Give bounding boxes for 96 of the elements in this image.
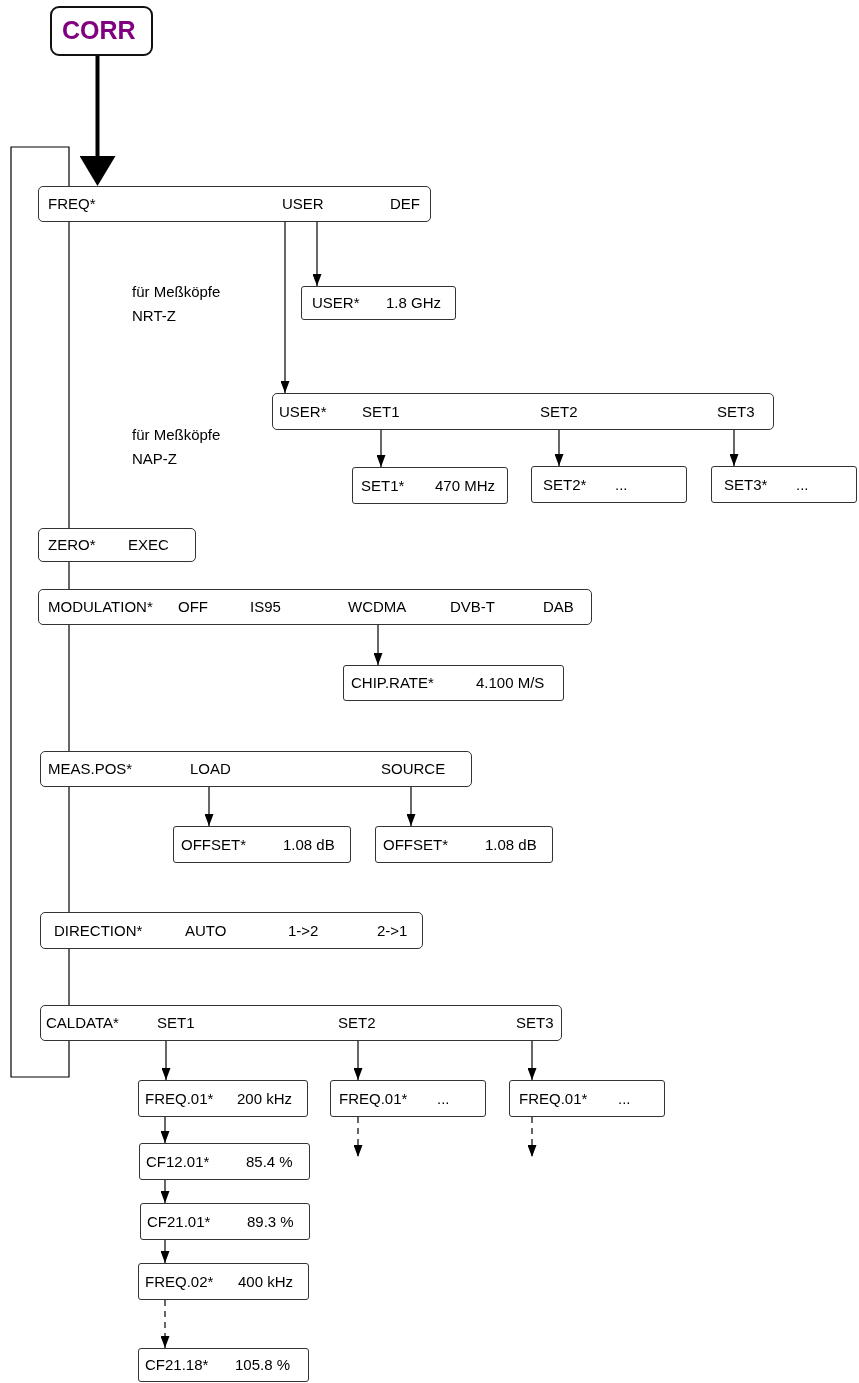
menu-item-text: SET1* (361, 477, 405, 494)
menu-item-text: ... (618, 1090, 631, 1107)
double-arrow (79, 56, 116, 186)
menu-item-text: DAB (543, 598, 574, 616)
connector-line (68, 561, 70, 590)
menu-item-text: FREQ* (48, 195, 96, 213)
menu-item-text: 470 MHz (435, 477, 496, 494)
menu-item-text: DEF (390, 195, 420, 213)
menu-item-text: ... (615, 476, 628, 493)
menu-item-text: USER* (312, 294, 360, 312)
menu-item-text: SET2 (540, 403, 578, 420)
arrow (554, 429, 564, 467)
menu-item-text: FREQ.01* (339, 1090, 408, 1107)
arrow (729, 429, 739, 467)
menu-item-text: 1.08 dB (485, 836, 537, 853)
parameter-box (375, 826, 553, 863)
dashed-arrow (353, 1116, 363, 1158)
parameter-box (138, 1080, 308, 1117)
menu-item-text: ... (796, 476, 809, 493)
arrow (527, 1040, 537, 1081)
parameter-box (343, 665, 564, 701)
arrow (204, 786, 214, 827)
key-label: CORR (62, 17, 136, 45)
parameter-box (138, 1263, 309, 1300)
parameter-box (301, 286, 456, 320)
menu-item-text: USER (282, 195, 324, 213)
menu-item-text: 1.08 dB (283, 836, 335, 853)
arrow (353, 1040, 363, 1081)
arrow (161, 1040, 171, 1081)
menu-item-text: SET1 (157, 1014, 195, 1032)
arrow (280, 221, 290, 394)
arrow (160, 1179, 170, 1204)
note-text: für Meßköpfe NRT-Z (132, 282, 222, 326)
menu-item-text: CHIP.RATE* (351, 674, 434, 692)
menu-item-text: MEAS.POS* (48, 760, 133, 778)
menu-item-text: 200 kHz (237, 1090, 293, 1107)
menu-item-text: 400 kHz (238, 1273, 294, 1290)
menu-item-text: 4.100 M/S (476, 674, 545, 692)
menu-item-text: 1.8 GHz (386, 294, 442, 312)
menu-item-text: SET3 (516, 1014, 554, 1032)
menu-item-text: CF12.01* (146, 1153, 210, 1170)
menu-item-text: 105.8 % (235, 1356, 291, 1374)
menu-item-text: ZERO* (48, 536, 96, 554)
arrow (373, 624, 383, 666)
menu-item-text: ... (437, 1090, 450, 1107)
menu-item-text: OFFSET* (181, 836, 246, 853)
connector-line (68, 948, 70, 1006)
arrow (376, 429, 386, 468)
menu-item-text: 2->1 (377, 922, 408, 939)
menu-item-text: SET3* (724, 476, 768, 493)
menu-item-text: SET2* (543, 476, 587, 493)
arrow (160, 1116, 170, 1144)
parameter-box (531, 466, 687, 503)
menu-item-text: FREQ.01* (145, 1090, 214, 1107)
menu-item-text: FREQ.02* (145, 1273, 214, 1290)
connector-line (10, 146, 70, 1078)
menu-item-text: WCDMA (348, 598, 407, 616)
menu-item-text: 1->2 (288, 922, 319, 939)
connector-line (68, 624, 70, 752)
menu-item-text: SET3 (717, 403, 755, 420)
parameter-box (711, 466, 857, 503)
menu-item-text: CF21.18* (145, 1356, 209, 1374)
menu-item-text: USER* (279, 403, 327, 420)
menu-item-text: CF21.01* (147, 1213, 211, 1230)
note-text: für Meßköpfe NAP-Z (132, 425, 222, 469)
menu-item-text: DIRECTION* (54, 922, 143, 939)
dashed-arrow (527, 1116, 537, 1158)
menu-item-text: SET2 (338, 1014, 376, 1032)
arrow (160, 1239, 170, 1264)
menu-item-text: DVB-T (450, 598, 495, 616)
arrow (312, 221, 322, 287)
connector-line (68, 221, 70, 529)
menu-item-text: 85.4 % (246, 1153, 293, 1170)
parameter-box (173, 826, 351, 863)
menu-item-text: 89.3 % (247, 1213, 294, 1230)
menu-item-text: CALDATA* (46, 1014, 119, 1032)
parameter-box (140, 1203, 310, 1240)
menu-item-text: AUTO (185, 922, 227, 939)
menu-item-text: IS95 (250, 598, 281, 616)
key-box (50, 6, 153, 56)
parameter-box (138, 1348, 309, 1382)
menu-item-text: SOURCE (381, 760, 446, 778)
menu-item-text: EXEC (128, 536, 169, 554)
dashed-arrow (160, 1299, 170, 1349)
menu-item-text: SET1 (362, 403, 400, 420)
menu-item-text: FREQ.01* (519, 1090, 588, 1107)
parameter-box (509, 1080, 665, 1117)
arrow (406, 786, 416, 827)
menu-item-text: OFFSET* (383, 836, 448, 853)
parameter-box (352, 467, 508, 504)
menu-item-text: OFF (178, 598, 208, 616)
connector-line (68, 786, 70, 913)
parameter-box (139, 1143, 310, 1180)
menu-item-text: LOAD (190, 760, 231, 778)
menu-item-text: MODULATION* (48, 598, 153, 616)
parameter-box (330, 1080, 486, 1117)
